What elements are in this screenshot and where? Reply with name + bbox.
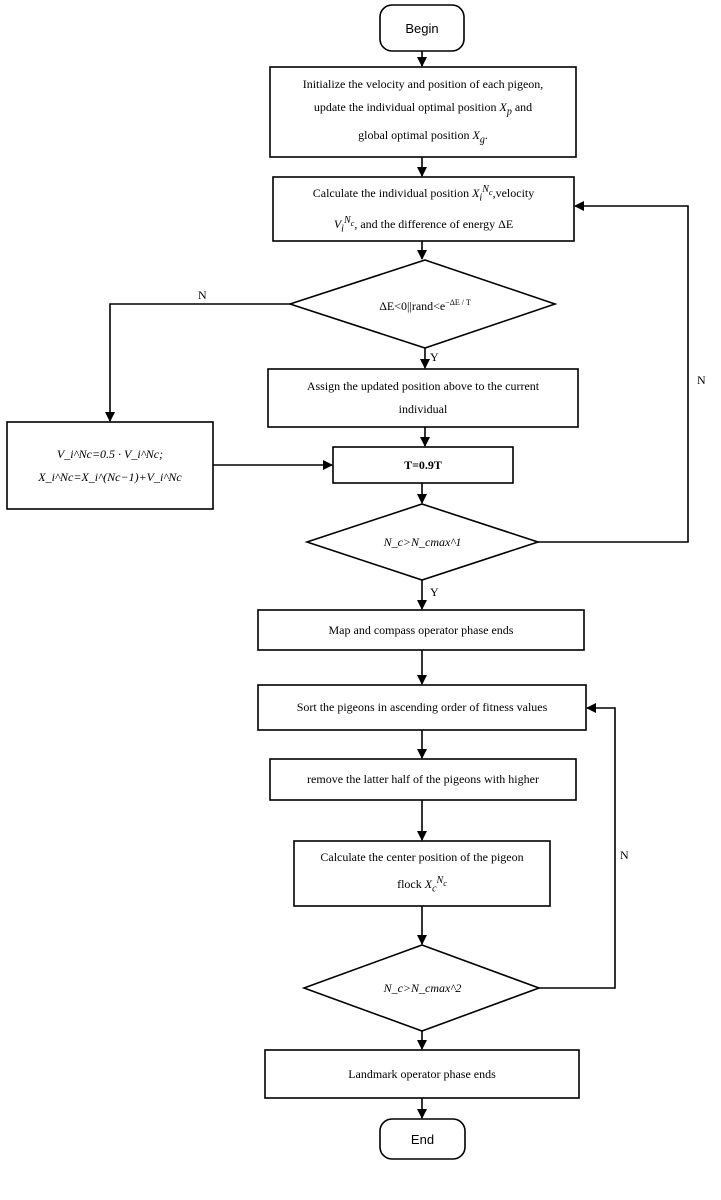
arrow-nc1-no-loop bbox=[538, 201, 689, 543]
update-text: V_i^Nc=0.5 · V_i^Nc; X_i^Nc=X_i^(Nc−1)+V… bbox=[7, 422, 213, 509]
init-process-box bbox=[269, 66, 577, 158]
calc-text: Calculate the individual position XiNc,v… bbox=[273, 177, 574, 241]
velocity-update-formula: V_i^Nc=0.5 · V_i^Nc; bbox=[56, 446, 164, 461]
nc1-yes-label: Y bbox=[430, 585, 439, 599]
nc2-condition-text: N_c>N_cmax^2 bbox=[383, 980, 462, 995]
energy-condition-text: ΔE<0||rand<e−ΔE / T bbox=[379, 297, 471, 313]
remove-text: remove the latter half of the pigeons wi… bbox=[307, 772, 539, 786]
init-line1: Initialize the velocity and position of … bbox=[302, 77, 544, 92]
arrow-nc2-no-loop bbox=[539, 703, 616, 989]
init-text: Initialize the velocity and position of … bbox=[270, 67, 576, 157]
nc1-no-label: N bbox=[697, 373, 706, 387]
nc2-no-label: N bbox=[620, 848, 629, 862]
map-end-text: Map and compass operator phase ends bbox=[328, 622, 514, 637]
end-label: End bbox=[410, 1131, 435, 1147]
energy-yes-label: Y bbox=[430, 350, 439, 364]
temperature-text: T=0.9T bbox=[404, 457, 442, 472]
landmark-end-text: Landmark operator phase ends bbox=[348, 1066, 496, 1081]
begin-label: Begin bbox=[405, 20, 439, 36]
assign-text: Assign the updated position above to the… bbox=[306, 379, 540, 416]
energy-no-label: N bbox=[198, 288, 207, 302]
position-update-formula: X_i^Nc=X_i^(Nc−1)+V_i^Nc bbox=[38, 469, 182, 484]
end-terminal bbox=[379, 1118, 466, 1160]
center-text: Calculate the center position of the pig… bbox=[320, 850, 524, 895]
temperature-box bbox=[332, 446, 514, 484]
init-line3: global optimal position Xg. bbox=[358, 127, 488, 145]
map-end-box bbox=[257, 609, 585, 651]
nc1-condition-text: N_c>N_cmax^1 bbox=[383, 534, 462, 549]
arrow-energy-no-to-update bbox=[105, 303, 290, 422]
calc-line1: Calculate the individual position XiNc,v… bbox=[312, 183, 535, 203]
remove-box bbox=[269, 758, 577, 801]
sort-text: Sort the pigeons in ascending order of f… bbox=[296, 700, 548, 714]
assign-process-box bbox=[267, 368, 579, 428]
calc-line2: ViNc, and the difference of energy ΔE bbox=[333, 215, 514, 235]
init-line2: update the individual optimal position X… bbox=[313, 100, 533, 118]
